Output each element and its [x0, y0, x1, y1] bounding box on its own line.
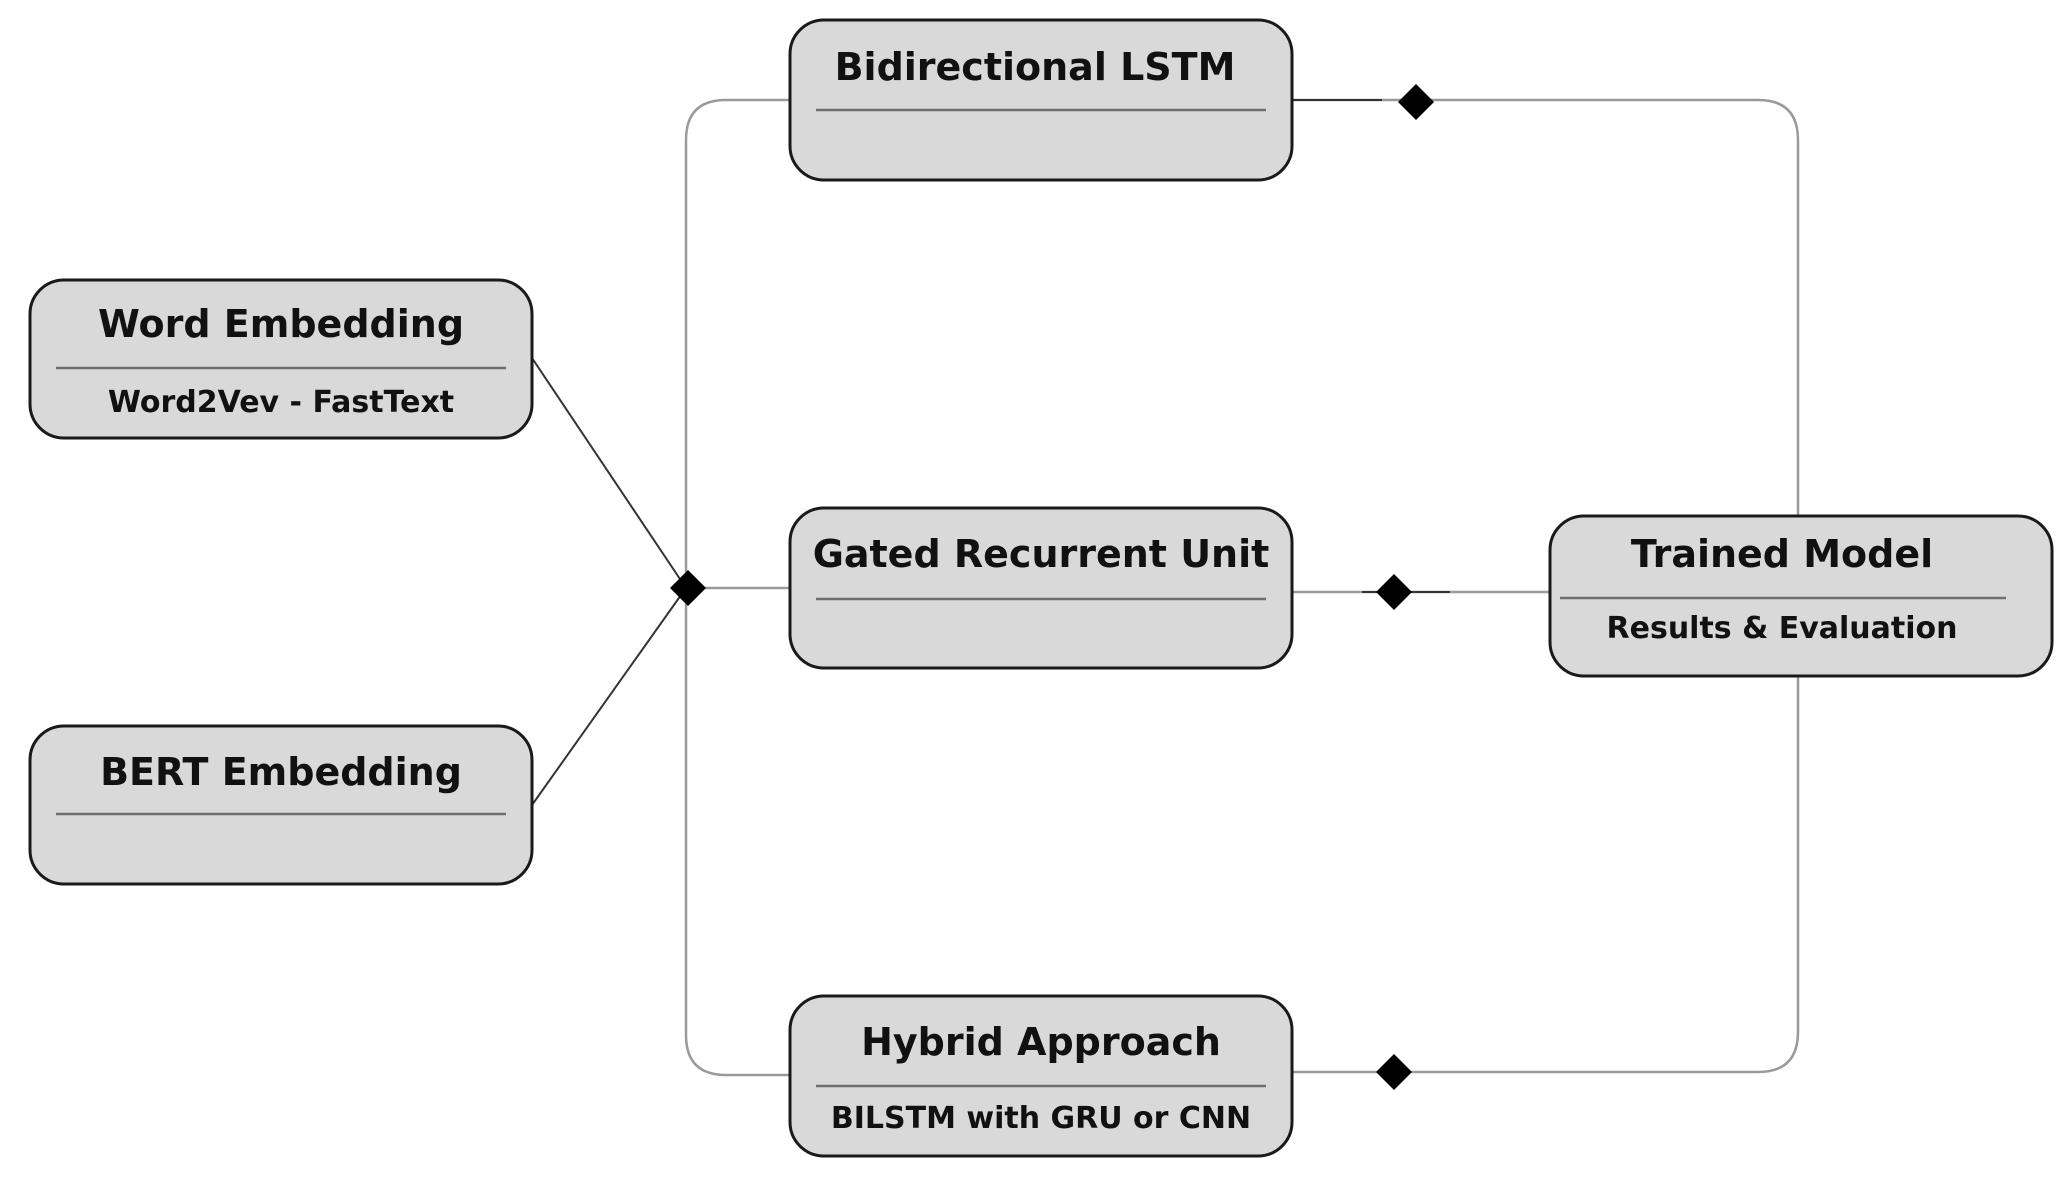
node-word-embedding: Word Embedding Word2Vev - FastText [28, 278, 534, 440]
node-bilstm: Bidirectional LSTM [788, 18, 1294, 182]
edge-hybrid-to-trained-model [1292, 676, 1800, 1074]
edge-hub-to-hybrid [684, 588, 790, 1077]
node-bert-embedding-title: BERT Embedding [100, 750, 462, 794]
hybrid-junction-diamond-icon [1376, 1054, 1412, 1090]
node-gru-title: Gated Recurrent Unit [813, 532, 1270, 576]
node-hybrid-subtitle: BILSTM with GRU or CNN [831, 1101, 1251, 1136]
junctions [670, 84, 1434, 1090]
node-gru: Gated Recurrent Unit [788, 506, 1294, 670]
node-bilstm-box [788, 18, 1294, 182]
node-trained-model-title: Trained Model [1631, 532, 1933, 576]
node-hybrid: Hybrid Approach BILSTM with GRU or CNN [788, 994, 1294, 1158]
hub-diamond-icon [670, 570, 706, 606]
node-gru-box [788, 506, 1294, 670]
node-hybrid-box [788, 994, 1294, 1158]
node-word-embedding-subtitle: Word2Vev - FastText [108, 385, 454, 420]
node-bilstm-title: Bidirectional LSTM [835, 45, 1236, 89]
node-bert-embedding: BERT Embedding [28, 724, 534, 886]
node-bert-embedding-box [28, 724, 534, 886]
node-trained-model: Trained Model Results & Evaluation [1548, 514, 2054, 678]
node-word-embedding-box [28, 278, 534, 440]
node-trained-model-subtitle: Results & Evaluation [1607, 611, 1958, 646]
bilstm-junction-diamond-icon [1398, 84, 1434, 120]
gru-junction-diamond-icon [1376, 574, 1412, 610]
node-trained-model-box [1548, 514, 2054, 678]
edge-bert-embedding-to-hub [531, 587, 687, 806]
edge-hub-to-bilstm [684, 98, 790, 588]
edge-word-embedding-to-hub [531, 357, 687, 589]
node-word-embedding-title: Word Embedding [98, 302, 464, 346]
connectors [531, 98, 1800, 1077]
edge-bilstm-to-trained-model [1292, 98, 1800, 516]
node-hybrid-title: Hybrid Approach [861, 1020, 1221, 1064]
